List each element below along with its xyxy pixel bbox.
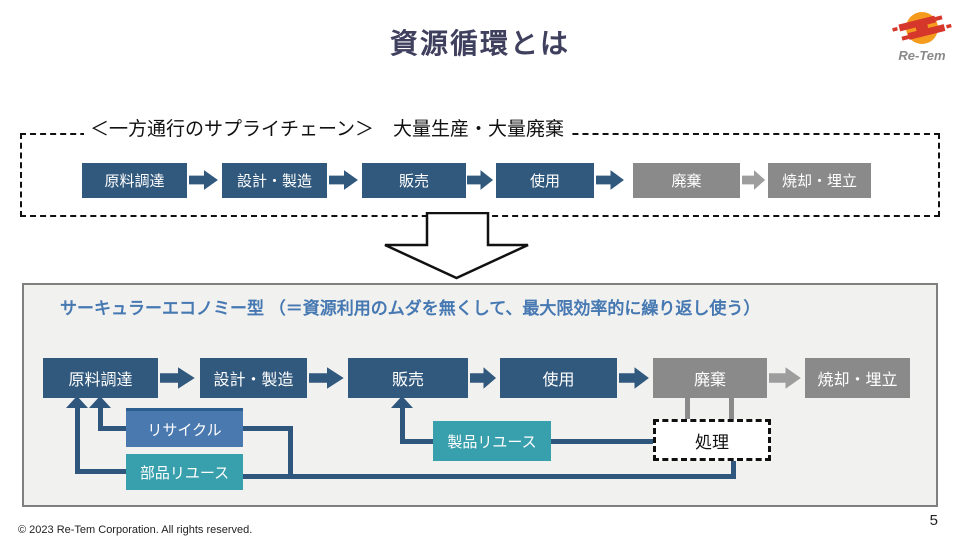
arrow-right-icon — [769, 366, 802, 390]
arrow-right-icon — [619, 366, 650, 390]
arrow-up-icon — [89, 396, 111, 408]
linear-box-procurement: 原料調達 — [82, 163, 187, 198]
connector-parts-reuse-horizontal — [78, 469, 126, 474]
linear-box-incineration: 焼却・埋立 — [768, 163, 871, 198]
connector-disposal-treatment-right — [729, 398, 734, 419]
retem-logo: Re-Tem — [891, 8, 953, 66]
connector-product-reuse-horizontal — [403, 439, 433, 444]
connector-product-reuse-vertical — [400, 407, 405, 444]
connector-disposal-treatment-left — [685, 398, 690, 419]
linear-box-design: 設計・製造 — [222, 163, 327, 198]
product-reuse-box: 製品リユース — [433, 421, 551, 461]
arrow-right-icon — [596, 169, 625, 191]
recycle-box: リサイクル — [126, 408, 243, 447]
arrow-right-icon — [467, 169, 494, 191]
copyright-text: © 2023 Re-Tem Corporation. All rights re… — [18, 524, 253, 536]
arrow-right-icon — [160, 366, 196, 390]
arrow-right-icon — [189, 169, 219, 191]
linear-chain-heading: ＜一方通行のサプライチェーン＞ 大量生産・大量廃棄 — [84, 114, 571, 141]
circular-box-disposal: 廃棄 — [653, 358, 767, 398]
page-title: 資源循環とは — [389, 28, 570, 59]
down-arrow-icon — [383, 211, 530, 285]
retem-logo-wordmark: Re-Tem — [898, 48, 946, 63]
retem-logo-icon — [892, 12, 952, 44]
circular-economy-heading: サーキュラーエコノミー型 （＝資源利用のムダを無くして、最大限効率的に繰り返し使… — [60, 299, 761, 318]
connector-recycle-vertical — [98, 407, 103, 431]
connector-treatment-return — [243, 474, 736, 479]
linear-box-use: 使用 — [496, 163, 594, 198]
linear-box-sales: 販売 — [362, 163, 466, 198]
arrow-right-icon — [470, 366, 497, 390]
circular-box-design: 設計・製造 — [200, 358, 307, 398]
circular-box-procurement: 原料調達 — [43, 358, 158, 398]
arrow-right-icon — [309, 366, 345, 390]
arrow-up-icon — [66, 396, 88, 408]
circular-box-use: 使用 — [500, 358, 617, 398]
arrow-right-icon — [329, 169, 359, 191]
arrow-right-icon — [742, 169, 766, 191]
page-number: 5 — [929, 512, 938, 529]
linear-box-disposal: 廃棄 — [633, 163, 740, 198]
parts-reuse-box: 部品リユース — [126, 454, 243, 490]
connector-recycle-right — [243, 426, 293, 431]
circular-box-sales: 販売 — [348, 358, 468, 398]
connector-treatment-bottom — [731, 461, 736, 479]
connector-product-to-treatment — [551, 439, 653, 444]
connector-recycle-horizontal — [101, 426, 126, 431]
connector-parts-reuse-vertical — [75, 407, 80, 474]
connector-recycle-down — [288, 426, 293, 479]
arrow-up-icon — [391, 396, 413, 408]
circular-economy-panel — [22, 283, 938, 507]
circular-box-incineration: 焼却・埋立 — [805, 358, 910, 398]
treatment-box: 処理 — [653, 419, 771, 461]
